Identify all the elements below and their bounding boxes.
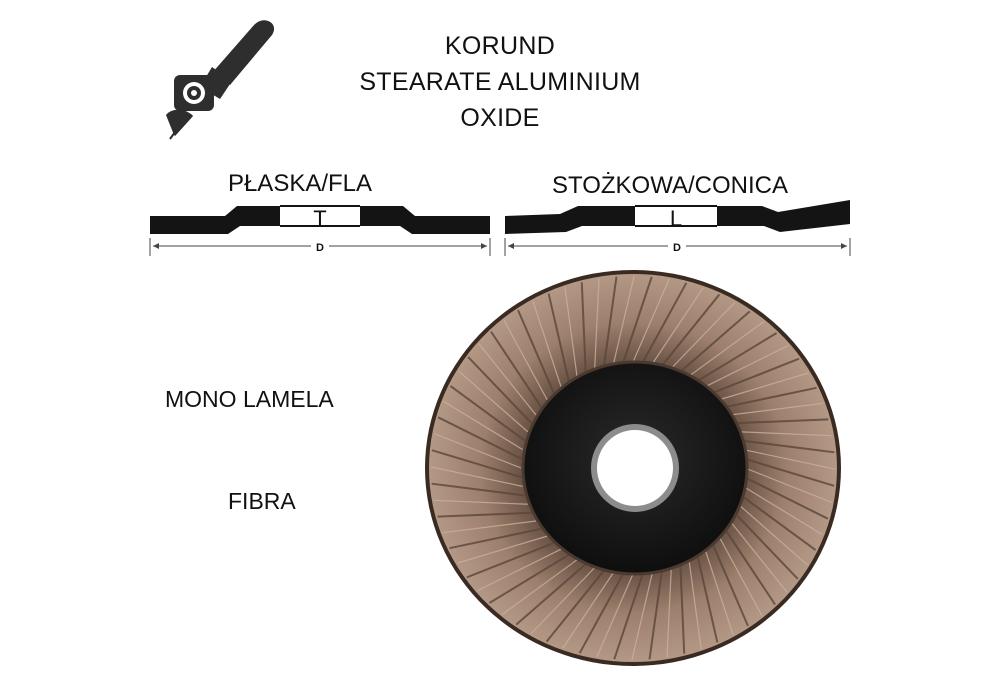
flap-lamella <box>437 416 522 460</box>
flap-lamella <box>641 282 688 363</box>
flat-thickness-symbol: T <box>313 206 326 231</box>
flap-lamella <box>434 433 522 469</box>
flap-lamella <box>632 278 670 363</box>
flap-lamella <box>711 542 749 627</box>
flap-lamella <box>437 511 532 518</box>
flap-lamella <box>458 370 529 433</box>
flap-lamella <box>688 321 765 377</box>
flap-lamella <box>490 330 543 408</box>
conical-profile-diagram: L D <box>504 200 851 256</box>
flap-lamella <box>562 572 615 649</box>
fibra-label: FIBRA <box>228 488 296 514</box>
flap-lamella <box>532 301 562 387</box>
flap-lamella <box>718 372 809 401</box>
flap-lamella <box>442 520 537 534</box>
flap-lamella <box>729 402 824 416</box>
flap-lamella <box>704 549 734 635</box>
material-line-2: STEARATE ALUMINIUM <box>359 68 641 96</box>
flap-lamella <box>467 356 533 424</box>
flap-lamella <box>477 548 562 592</box>
flap-lamella <box>478 343 537 416</box>
flap-lamella <box>545 569 605 643</box>
flap-lamella <box>651 287 704 364</box>
material-line-3: OXIDE <box>460 104 540 132</box>
flap-lamella <box>580 282 587 372</box>
flap-lamella <box>547 293 570 382</box>
flap-lamella <box>449 527 542 550</box>
flap-lamella <box>666 567 672 658</box>
flap-lamella <box>729 520 788 593</box>
flap-lamella <box>711 357 800 394</box>
flap-lamella <box>688 559 702 649</box>
flap-lamella <box>612 275 635 364</box>
flap-lamella <box>530 567 596 635</box>
flap-lamella <box>696 332 778 383</box>
flap-lamella <box>433 499 528 505</box>
flap-lamella <box>734 418 829 425</box>
flap-lamella <box>718 535 763 617</box>
flap-lamella <box>741 439 835 454</box>
flap-lamella <box>733 512 799 580</box>
flap-lamella <box>679 310 751 373</box>
flap-lamella <box>603 276 618 366</box>
flap-lamellas <box>430 275 836 661</box>
flap-lamella <box>622 276 653 363</box>
flap-lamella <box>740 494 817 551</box>
flap-lamella <box>596 573 634 658</box>
flap-lamella <box>737 503 808 566</box>
material-line-1: KORUND <box>444 32 556 60</box>
flap-lamella <box>443 400 524 451</box>
flap-lamella <box>613 573 644 660</box>
flap-lamella <box>648 570 663 660</box>
flap-disc-image <box>425 270 841 666</box>
flap-lamella <box>503 319 548 401</box>
conical-diameter-symbol: D <box>673 242 681 254</box>
flat-profile-label: PŁASKA/FLA <box>227 170 373 197</box>
flap-lamella <box>670 301 736 369</box>
flap-lamella <box>724 386 817 409</box>
flap-lamella <box>431 449 522 479</box>
flap-lamella <box>742 485 823 536</box>
flap-lamella <box>564 287 578 377</box>
flap-lamella <box>430 466 523 487</box>
flat-diameter-symbol: D <box>316 242 324 254</box>
flat-profile-diagram: T D <box>149 205 491 256</box>
flap-lamella <box>488 553 570 604</box>
flap-lamella <box>517 309 555 394</box>
conical-thickness-symbol: L <box>670 206 682 231</box>
flap-lamella <box>594 278 600 369</box>
flap-lamella <box>679 564 686 654</box>
flap-lamella <box>744 467 832 503</box>
angle-grinder-icon <box>166 20 275 140</box>
flap-lamella <box>457 535 548 564</box>
flap-lamella <box>466 542 555 579</box>
flap-lamella <box>515 563 587 626</box>
flap-lamella <box>631 572 654 661</box>
flap-lamella <box>738 431 833 437</box>
flap-lamella <box>449 385 526 442</box>
flap-lamella <box>501 559 578 615</box>
flap-lamella <box>578 573 625 654</box>
conical-profile-label: STOŻKOWA/CONICA <box>551 172 788 199</box>
flap-lamella <box>744 476 829 520</box>
flap-lamella <box>661 293 721 367</box>
flap-lamella <box>696 554 719 643</box>
flap-lamella <box>723 528 776 606</box>
mono-lamela-label: MONO LAMELA <box>165 386 334 412</box>
flap-lamella <box>744 457 835 487</box>
flap-lamella <box>743 449 836 470</box>
flap-lamella <box>704 344 789 388</box>
flap-lamella <box>431 482 525 497</box>
